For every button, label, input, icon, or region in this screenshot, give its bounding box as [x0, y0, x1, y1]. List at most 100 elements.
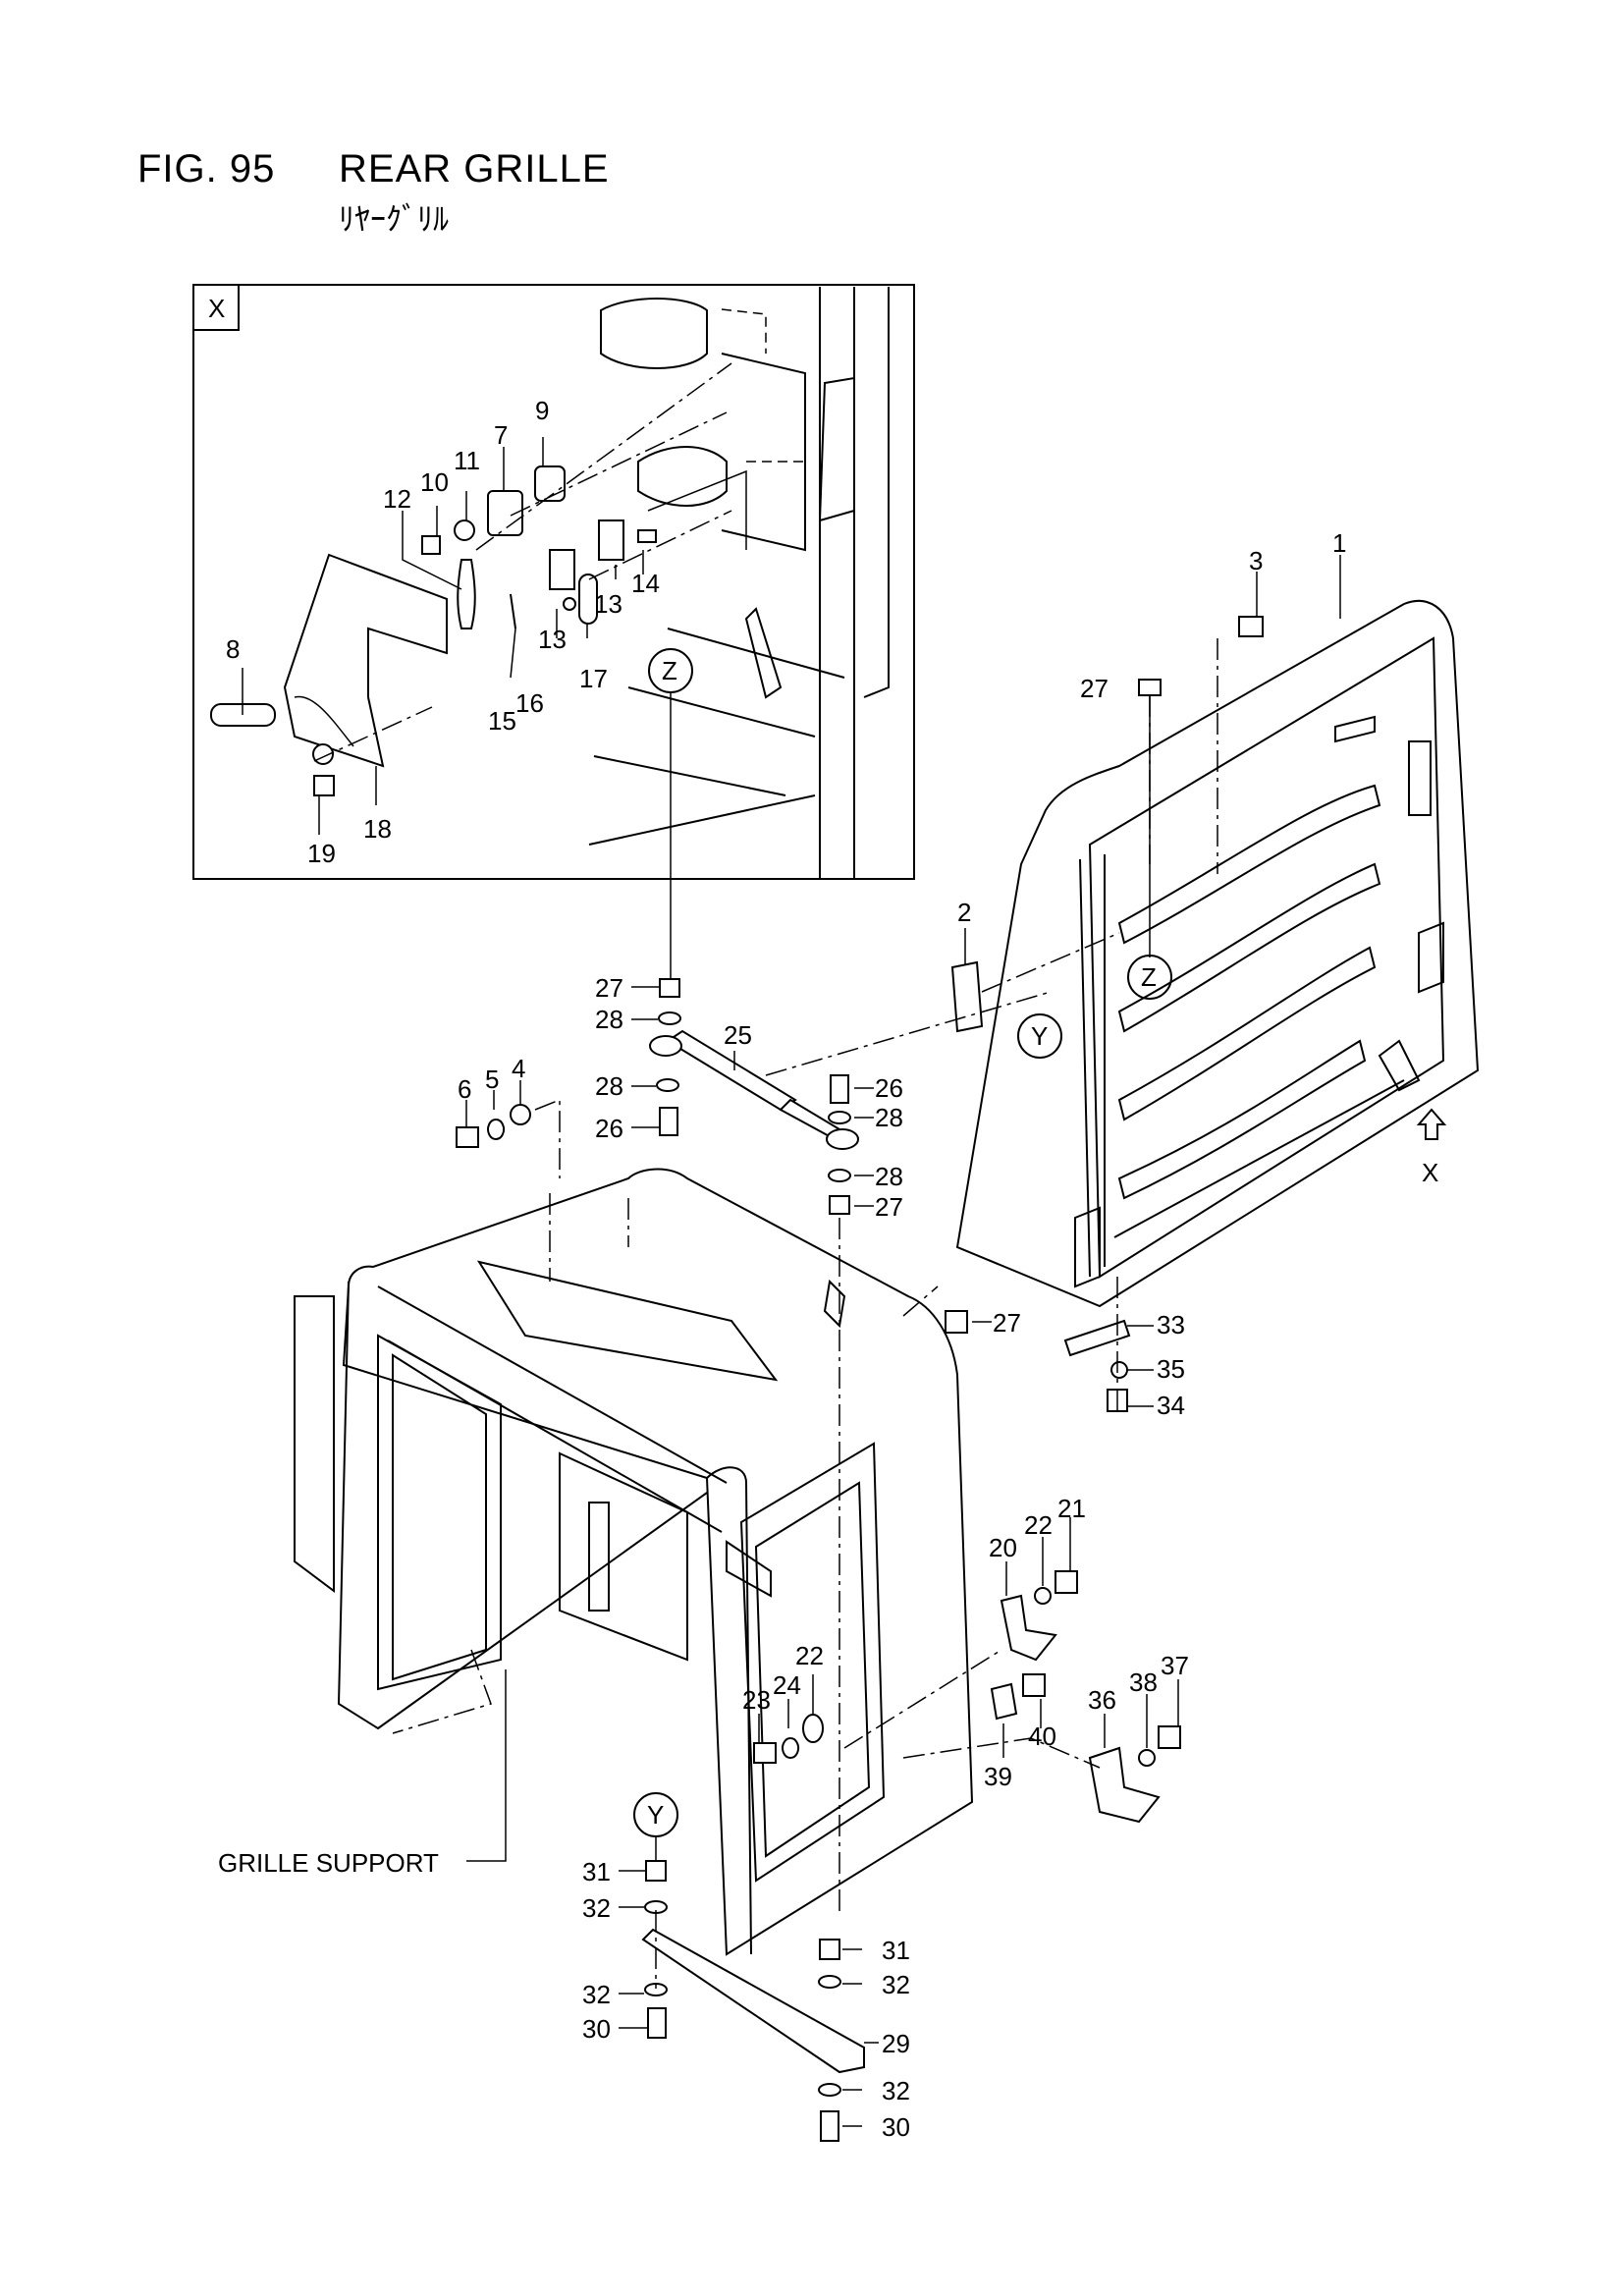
nut-27b	[829, 1195, 850, 1215]
lower-brackets	[753, 1517, 1181, 1824]
callout-labels: 1 2 3 4 5 6 7 8 9 10 11 12 13 13 14 15 1…	[218, 396, 1346, 2142]
washer-32d	[818, 2083, 841, 2097]
nut-27c	[945, 1310, 968, 1334]
bracket-36	[1088, 1746, 1161, 1824]
ref-circle-z-right	[1127, 955, 1172, 1000]
callout-39: 39	[984, 1762, 1012, 1791]
callout-1: 1	[1332, 528, 1346, 558]
bolt-40	[1022, 1673, 1046, 1697]
bolt-26a	[659, 1107, 678, 1136]
detail-x-inset: X	[192, 284, 915, 880]
nut-31a	[645, 1860, 667, 1882]
collar-9	[534, 465, 566, 502]
callout-21: 21	[1057, 1494, 1086, 1523]
callout-20: 20	[989, 1533, 1017, 1562]
washer-38	[1138, 1749, 1156, 1767]
pin-15	[510, 593, 516, 629]
bolt-30b	[820, 2110, 839, 2142]
view-arrow-icon	[1416, 1108, 1447, 1140]
callout-27c: 27	[875, 1192, 903, 1222]
callout-35: 35	[1157, 1354, 1185, 1384]
callout-10: 10	[420, 467, 449, 497]
callout-33: 33	[1157, 1310, 1185, 1339]
callout-37: 37	[1161, 1651, 1189, 1680]
pin-17	[578, 574, 598, 625]
callout-32d: 32	[882, 2076, 910, 2105]
lock-washer-24	[782, 1737, 800, 1759]
callout-15: 15	[488, 706, 516, 736]
callout-27a: 27	[1080, 674, 1109, 703]
callout-22a: 22	[1024, 1510, 1053, 1540]
callout-13b: 13	[538, 625, 567, 654]
callout-30b: 30	[882, 2112, 910, 2142]
bracket-20	[1000, 1594, 1057, 1662]
grille-support-frame	[294, 1168, 974, 1956]
callout-30a: 30	[582, 2014, 611, 2044]
callout-26b: 26	[595, 1114, 623, 1143]
callout-34: 34	[1157, 1391, 1185, 1420]
view-mark-x: X	[1422, 1158, 1438, 1187]
callout-4: 4	[512, 1054, 525, 1083]
plate-13b	[549, 549, 575, 590]
washer-22	[1034, 1587, 1052, 1605]
callout-28a: 28	[595, 1005, 623, 1034]
washer-28b	[656, 1078, 679, 1092]
callout-31b: 31	[882, 1936, 910, 1965]
callout-12: 12	[383, 484, 411, 514]
callout-29: 29	[882, 2029, 910, 2058]
callout-32c: 32	[882, 1970, 910, 1999]
washer-11	[454, 519, 475, 541]
washer-22b	[802, 1714, 824, 1743]
callout-32b: 32	[582, 1980, 611, 2009]
bolt-19	[313, 775, 335, 796]
gas-spring-25	[666, 1029, 797, 1112]
callout-40: 40	[1028, 1722, 1056, 1751]
callout-14: 14	[631, 569, 660, 598]
bolt-37	[1158, 1725, 1181, 1749]
nut-27	[659, 978, 680, 998]
callout-38: 38	[1129, 1667, 1158, 1697]
nut-23	[753, 1742, 777, 1764]
washer-4	[510, 1104, 531, 1125]
damper-assembly: Z Z Y Y	[456, 648, 1172, 1915]
callout-27b: 27	[595, 973, 623, 1003]
callout-16: 16	[515, 688, 544, 718]
callout-11: 11	[454, 446, 480, 475]
callout-25: 25	[724, 1020, 752, 1050]
bracket-7	[487, 490, 523, 536]
nut-6	[456, 1126, 479, 1148]
callout-31a: 31	[582, 1857, 611, 1886]
bolt-21	[1055, 1570, 1078, 1594]
callout-3: 3	[1249, 546, 1263, 575]
bolt-14	[637, 529, 657, 543]
washer-28d	[828, 1169, 851, 1182]
callout-6: 6	[458, 1074, 471, 1104]
clip-16	[563, 597, 576, 611]
bolt-30a	[647, 2007, 667, 2039]
callout-9: 9	[535, 396, 549, 425]
bracket-2	[950, 960, 984, 1033]
washer-28a	[658, 1011, 681, 1025]
callout-13a: 13	[594, 589, 622, 619]
bolt-3	[1238, 616, 1264, 637]
callout-18: 18	[363, 814, 392, 844]
washer-35	[1110, 1361, 1128, 1379]
ref-circle-y-right	[1017, 1013, 1062, 1059]
lock-washer-5	[487, 1119, 506, 1140]
callout-36: 36	[1088, 1685, 1116, 1715]
callout-28b: 28	[595, 1071, 623, 1101]
ref-z-left: Z	[662, 656, 677, 685]
detail-label: X	[208, 294, 225, 323]
bolt-10	[421, 535, 441, 555]
figure-number: FIG. 95	[137, 147, 276, 191]
stay-assembly	[619, 1836, 879, 2142]
callout-22b: 22	[795, 1641, 824, 1670]
ref-y-right: Y	[1031, 1021, 1048, 1051]
callout-19: 19	[307, 839, 336, 868]
callout-26a: 26	[875, 1073, 903, 1103]
figure-title: REAR GRILLE	[339, 147, 610, 191]
spring-12	[457, 559, 476, 629]
grille-support-label: GRILLE SUPPORT	[218, 1848, 439, 1878]
callout-17: 17	[579, 664, 608, 693]
